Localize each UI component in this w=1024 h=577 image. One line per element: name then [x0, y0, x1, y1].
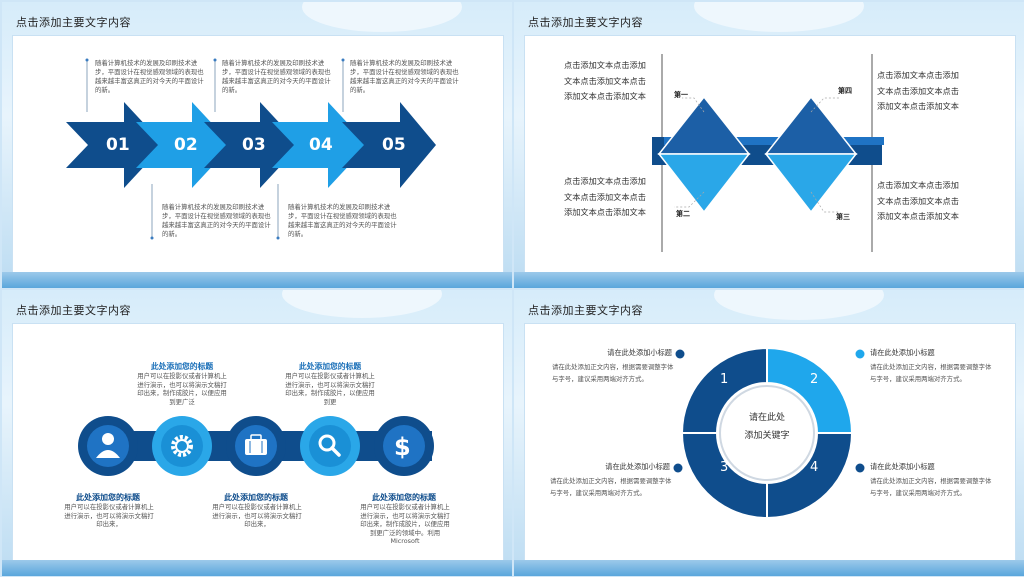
footer-wave: [2, 560, 512, 576]
step-desc-5: 随着计算机技术的发展及印刷技术进步，平面设计在视觉感观领域的表现也越来越丰富这真…: [350, 59, 459, 94]
body-bottom-2: 用户可以在投影仪或者计算机上进行演示，也可以将演示文稿打印出来，: [212, 503, 302, 529]
step-number-2: 02: [174, 135, 198, 155]
subtitle-bottom-right: 请在此处添加小标题: [870, 462, 935, 471]
label-first: 第一: [674, 91, 688, 99]
subtitle-top-left: 请在此处添加小标题: [607, 348, 672, 357]
heading-top-2: 此处添加您的标题: [298, 362, 362, 371]
step-number-3: 03: [242, 135, 266, 155]
heading-top-1: 此处添加您的标题: [150, 362, 214, 371]
label-second: 第二: [676, 210, 690, 218]
text-block-top-right: 点击添加文本点击添加文本点击添加文本点击添加文本点击添加文本: [877, 70, 959, 111]
search-icon: [318, 434, 341, 457]
step-desc-3: 随着计算机技术的发展及印刷技术进步，平面设计在视觉感观领域的表现也越来越丰富这真…: [222, 59, 331, 94]
slide-2[interactable]: 点击添加主要文字内容 第一 第二 第三 第四 点击添加文本点击添加文本点击添加文…: [514, 2, 1024, 288]
gear-icon: [171, 435, 193, 457]
step-number-5: 05: [382, 135, 406, 155]
diamond-diagram: [652, 54, 884, 252]
body-top-1: 用户可以在投影仪或者计算机上进行演示，也可以将演示文稿打印出来，制作成胶片，以便…: [137, 372, 227, 406]
arrow-chain: [66, 58, 436, 240]
text-block-bottom-left: 点击添加文本点击添加文本点击添加文本点击添加文本点击添加文本: [564, 176, 646, 217]
slide-4[interactable]: 点击添加主要文字内容 1 2 3 4 请在此处 添加关键字 请在此处添加小标题 …: [514, 290, 1024, 576]
quadrant-number-4: 4: [810, 460, 819, 475]
body-top-2: 用户可以在投影仪或者计算机上进行演示，也可以将演示文稿打印出来，制作成胶片，以便…: [285, 372, 375, 406]
icon-chain: [78, 416, 434, 476]
label-fourth: 第四: [838, 87, 852, 95]
step-desc-1: 随着计算机技术的发展及印刷技术进步，平面设计在视觉感观领域的表现也越来越丰富这真…: [95, 59, 204, 94]
footer-wave: [2, 272, 512, 288]
slide-1[interactable]: 点击添加主要文字内容 01 02 03 04 05 随着计算机技术的发展及印刷技…: [2, 2, 512, 288]
slide-3[interactable]: 点击添加主要文字内容: [2, 290, 512, 576]
subtitle-bottom-left: 请在此处添加小标题: [605, 462, 670, 471]
body-bottom-1: 用户可以在投影仪或者计算机上进行演示，也可以将演示文稿打印出来，: [64, 503, 154, 529]
briefcase-icon: [245, 434, 267, 455]
text-block-bottom-right: 点击添加文本点击添加文本点击添加文本点击添加文本点击添加文本: [877, 180, 959, 221]
heading-bottom-3: 此处添加您的标题: [372, 493, 436, 502]
dollar-icon: $: [394, 433, 411, 461]
body-top-left: 请在此处添加正文内容，根据需要调整字体与字号，建议采用两端对齐方式。: [552, 363, 674, 383]
text-block-top-left: 点击添加文本点击添加文本点击添加文本点击添加文本点击添加文本: [564, 60, 646, 101]
step-number-4: 04: [309, 135, 333, 155]
body-bottom-left: 请在此处添加正文内容，根据需要调整字体与字号，建议采用两端对齐方式。: [550, 477, 672, 497]
body-top-right: 请在此处添加正文内容，根据需要调整字体与字号，建议采用两端对齐方式。: [870, 363, 992, 383]
body-bottom-right: 请在此处添加正文内容，根据需要调整字体与字号，建议采用两端对齐方式。: [870, 477, 992, 497]
step-desc-2: 随着计算机技术的发展及印刷技术进步，平面设计在视觉感观领域的表现也越来越丰富这真…: [162, 203, 271, 238]
quadrant-number-2: 2: [810, 372, 819, 387]
footer-wave: [514, 272, 1024, 288]
slide-title: 点击添加主要文字内容: [528, 304, 643, 317]
heading-bottom-2: 此处添加您的标题: [224, 493, 288, 502]
step-number-1: 01: [106, 135, 130, 155]
heading-bottom-1: 此处添加您的标题: [76, 493, 140, 502]
footer-wave: [514, 560, 1024, 576]
subtitle-top-right: 请在此处添加小标题: [870, 348, 935, 357]
quadrant-ring: [673, 346, 865, 520]
slide-title: 点击添加主要文字内容: [528, 16, 643, 29]
slide-title: 点击添加主要文字内容: [16, 304, 131, 317]
center-keyword-line2: 添加关键字: [744, 431, 790, 441]
step-desc-4: 随着计算机技术的发展及印刷技术进步，平面设计在视觉感观领域的表现也越来越丰富这真…: [288, 203, 397, 238]
label-third: 第三: [836, 213, 850, 221]
quadrant-number-1: 1: [720, 372, 729, 387]
center-keyword-line1: 请在此处: [748, 413, 785, 423]
slide-title: 点击添加主要文字内容: [16, 16, 131, 29]
quadrant-number-3: 3: [720, 460, 729, 475]
body-bottom-3: 用户可以在投影仪或者计算机上进行演示，也可以将演示文稿打印出来，制作成胶片，以便…: [360, 503, 450, 546]
user-icon: [96, 433, 120, 458]
